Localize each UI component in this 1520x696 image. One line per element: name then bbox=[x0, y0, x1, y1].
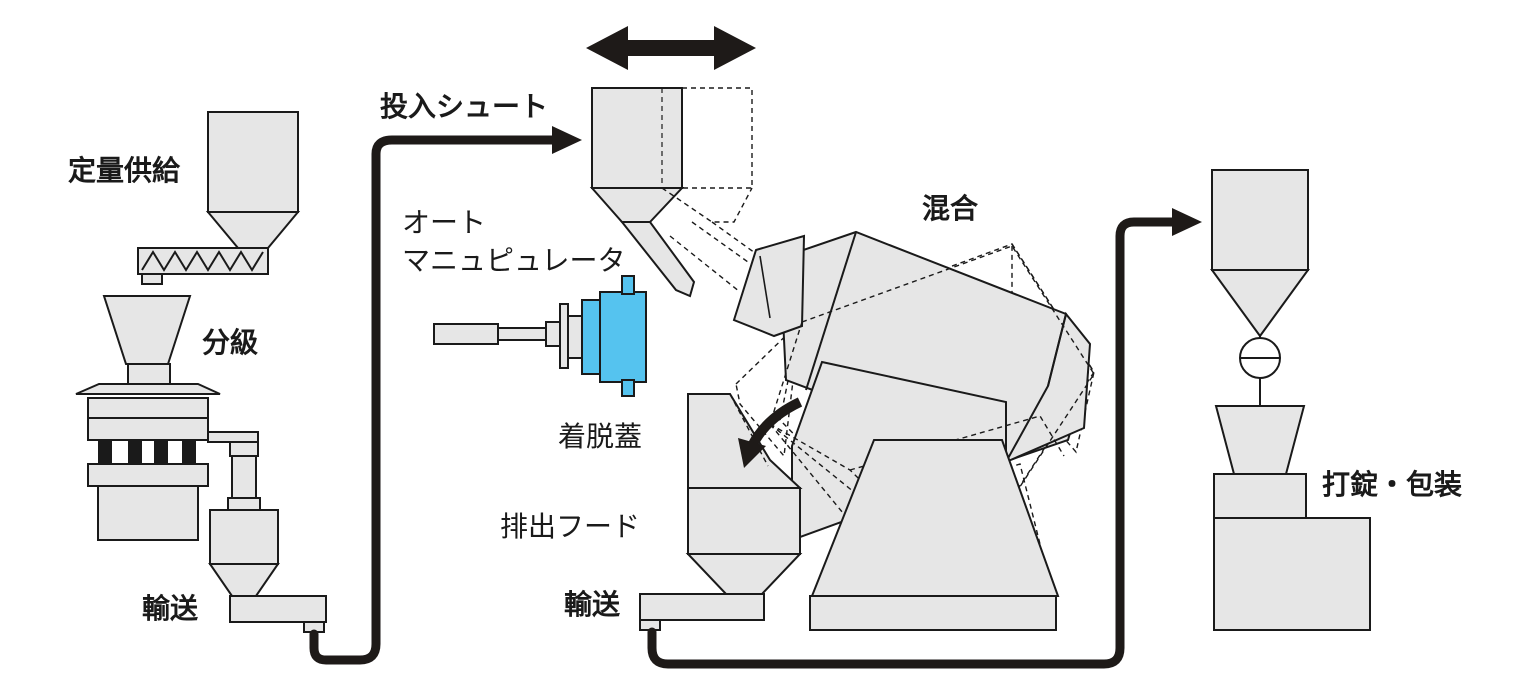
auto-manipulator bbox=[433, 275, 647, 397]
valve-icon bbox=[1239, 337, 1281, 379]
transport-left-unit bbox=[208, 509, 327, 633]
label-classify: 分級 bbox=[202, 326, 258, 359]
arrowhead-icon bbox=[1172, 208, 1202, 236]
tablet-press bbox=[1210, 169, 1371, 631]
label-fixed-feed: 定量供給 bbox=[68, 154, 181, 187]
label-transport-mid: 輸送 bbox=[564, 588, 620, 621]
flow-line-to-press bbox=[647, 217, 1181, 669]
label-mixing: 混合 bbox=[922, 192, 979, 225]
fixed-feeder bbox=[137, 111, 301, 285]
label-auto-manipulator-2: マニュピュレータ bbox=[402, 244, 625, 277]
lid-blue-body bbox=[599, 291, 647, 383]
label-transport-left: 輸送 bbox=[142, 592, 198, 625]
classifier bbox=[75, 295, 261, 541]
mixer bbox=[732, 230, 1095, 631]
label-auto-manipulator-1: オート bbox=[402, 206, 486, 239]
curved-arrow-icon bbox=[738, 397, 803, 468]
label-lid: 着脱蓋 bbox=[558, 420, 642, 453]
charge-chute bbox=[589, 87, 763, 298]
label-tablet-pack: 打錠・包装 bbox=[1322, 468, 1462, 501]
flow-line-to-chute bbox=[309, 135, 563, 665]
springs bbox=[98, 440, 196, 464]
arrowhead-icon bbox=[552, 126, 582, 154]
double-arrow-icon bbox=[586, 26, 756, 70]
label-discharge-hood: 排出フード bbox=[500, 510, 640, 543]
discharge-hood bbox=[639, 393, 803, 631]
label-charge-chute: 投入シュート bbox=[380, 90, 548, 123]
